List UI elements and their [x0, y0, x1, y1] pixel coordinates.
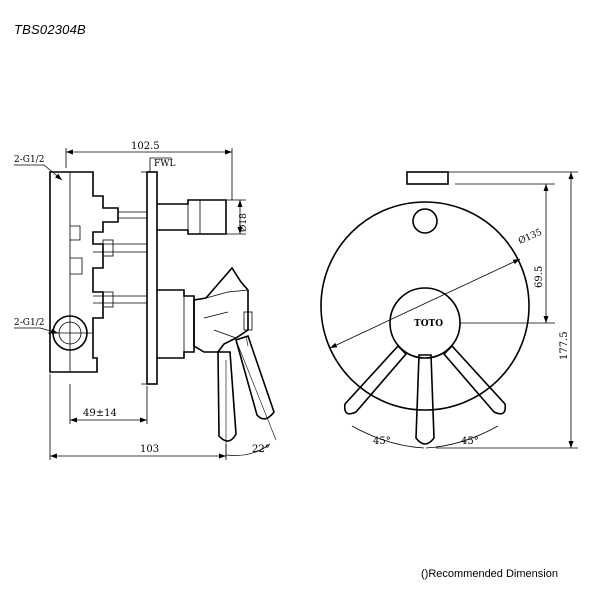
spout-dia-label: Ø18: [238, 213, 249, 232]
thread-side-label: 2-G1/2: [14, 318, 44, 328]
top-stub: [406, 171, 449, 185]
ext-line-69: [455, 183, 555, 324]
depth-label: 49±14: [83, 408, 117, 419]
wall-plate: [146, 171, 158, 385]
ext-line-177: [436, 171, 578, 449]
lever-hinge: [245, 335, 249, 347]
front-view: Ø135 TOTO 45° 45° 69.5 177.5: [320, 171, 578, 449]
handle-angle-label: 22°: [252, 444, 270, 455]
width-top-label: 102.5: [131, 141, 160, 152]
plate-diameter-line: [329, 258, 521, 349]
width-bottom-label: 103: [140, 444, 159, 455]
lever-front-right: [442, 344, 507, 415]
body-inner-detail: [69, 172, 83, 372]
lever-cap: [243, 311, 253, 331]
valve-stems: [93, 211, 147, 304]
spout-hole: [412, 208, 438, 234]
center-height-label: 69.5: [534, 266, 545, 288]
lever-handle-down: [217, 351, 237, 442]
plate-ticks: [141, 171, 147, 385]
ext-line-103: [49, 374, 227, 460]
side-view: 102.5 FWL 2-G1/2 2-G1/2 Ø18 49±14 103 22…: [14, 141, 277, 460]
ext-line-49: [69, 384, 148, 424]
plate-circle: [320, 201, 530, 411]
lever-head-detail: [203, 289, 249, 339]
ext-line-dia18: [226, 199, 246, 235]
handle-base: [157, 289, 195, 359]
thread-side-leader: [14, 327, 59, 334]
angle-arc-right: [425, 425, 499, 449]
stem-nut: [102, 291, 114, 308]
angle-arc-22: [225, 443, 271, 456]
recommended-dimension-note: ()Recommended Dimension: [421, 568, 558, 580]
brand-mark: TOTO: [414, 319, 443, 329]
model-code: TBS02304B: [14, 22, 86, 37]
stem-nut: [102, 239, 114, 257]
spout-detail: [187, 200, 201, 234]
lever-front-center: [415, 354, 435, 445]
lever-front-left: [343, 344, 408, 415]
angle-arc-left: [351, 425, 425, 449]
lever-handle-angled: [235, 334, 275, 420]
ext-line-102: [65, 148, 233, 200]
angle-left-label: 45°: [373, 436, 391, 447]
angle-right-label: 45°: [461, 436, 479, 447]
total-height-label: 177.5: [559, 331, 570, 360]
spout-outlet: [157, 199, 227, 235]
fwl-leader: [149, 157, 172, 172]
thread-top-leader: [14, 164, 63, 181]
fwl-label: FWL: [154, 159, 175, 169]
thread-top-label: 2-G1/2: [14, 155, 44, 165]
angle-lever-line: [235, 339, 277, 441]
lever-head: [193, 266, 249, 353]
plate-dia-label: Ø135: [517, 227, 544, 247]
